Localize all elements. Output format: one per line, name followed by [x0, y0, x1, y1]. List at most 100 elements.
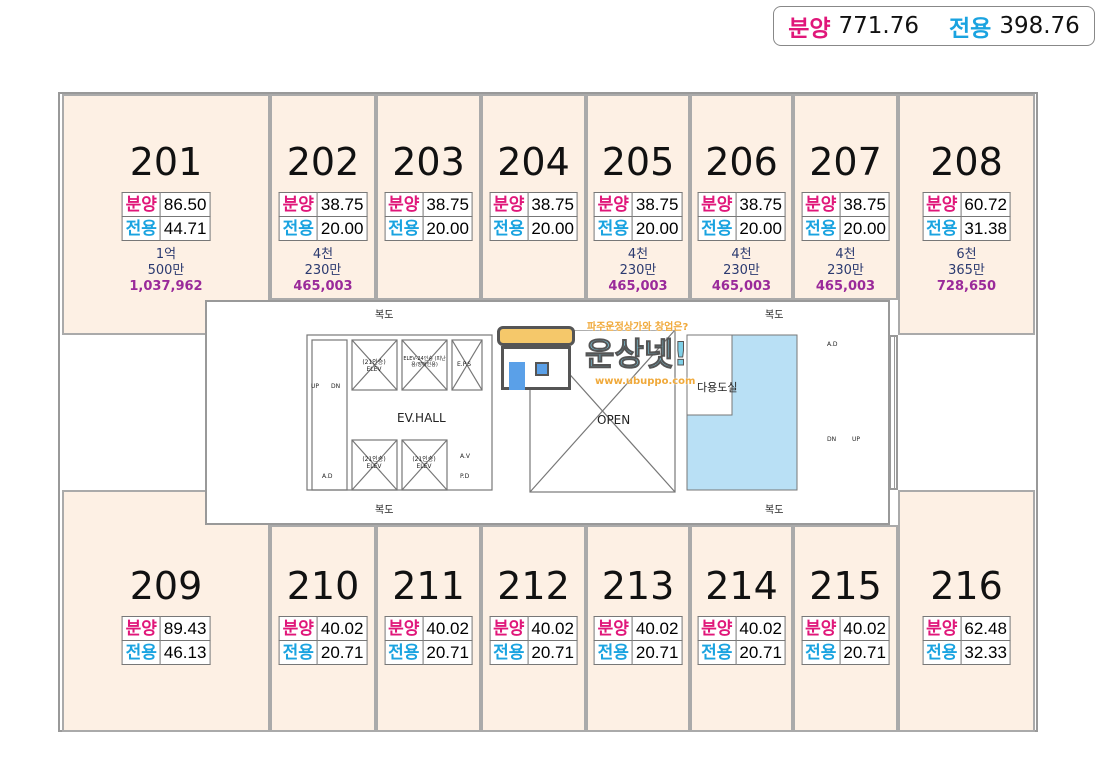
sale-area: 40.02: [735, 616, 786, 641]
sale-label: 분양: [489, 192, 529, 217]
ev-hall-label: EV.HALL: [397, 411, 446, 425]
price-per-unit: 728,650: [936, 279, 997, 294]
sale-label: 분양: [922, 192, 962, 217]
multipurpose-room-label: 다용도실: [697, 381, 738, 394]
exclusive-area: 32.33: [960, 640, 1011, 665]
corridor-label: 복도: [375, 310, 394, 321]
unit-number: 204: [497, 140, 570, 184]
exclusive-label: 전용: [922, 216, 962, 241]
sale-area-label: 분양: [788, 16, 831, 42]
exclusive-area-value: 398.76: [999, 13, 1080, 39]
unit-number: 212: [497, 564, 570, 608]
price-line: 365만: [948, 263, 985, 278]
exclusive-area: 20.71: [527, 640, 578, 665]
core-drawing: [306, 330, 798, 493]
price-per-unit: 465,003: [711, 279, 772, 294]
sale-label: 분양: [922, 616, 962, 641]
watermark-tagline: 파주운정상가와 창업은?: [587, 322, 689, 333]
unit-number: 208: [930, 140, 1003, 184]
unit-number: 211: [392, 564, 465, 608]
price-per-unit: 1,037,962: [129, 279, 203, 294]
exclusive-label: 전용: [593, 216, 633, 241]
exclusive-label: 전용: [489, 216, 529, 241]
price-line: 230만: [619, 263, 657, 278]
exclusive-label: 전용: [922, 640, 962, 665]
elevator-label: (21인승) ELEV: [362, 359, 386, 373]
sale-label: 분양: [697, 616, 737, 641]
elevator-label: ELEV-24인승 (피난용/장애인용): [403, 356, 446, 368]
price-line: 4천: [835, 247, 856, 262]
watermark-brand: 운상넷!: [585, 335, 689, 373]
sale-label: 분양: [697, 192, 737, 217]
exclusive-label: 전용: [384, 640, 424, 665]
exclusive-area: 44.71: [159, 216, 211, 241]
price-line: 4천: [627, 247, 649, 262]
eps-label: E.P.S: [457, 361, 472, 368]
price-line: 6천: [956, 247, 977, 262]
sale-area: 62.48: [960, 616, 1011, 641]
exclusive-area: 46.13: [159, 640, 211, 665]
sale-area: 38.75: [422, 192, 473, 217]
unit-number: 210: [286, 564, 360, 608]
stair-down-label: DN: [331, 383, 341, 390]
exclusive-label: 전용: [121, 216, 161, 241]
sale-area: 86.50: [159, 192, 211, 217]
corridor-label: 복도: [765, 505, 784, 516]
exclusive-area: 20.00: [735, 216, 786, 241]
sale-area: 38.75: [527, 192, 578, 217]
price-line: 1억: [155, 247, 177, 262]
exclusive-label: 전용: [121, 640, 161, 665]
exclusive-label: 전용: [384, 216, 424, 241]
pd-label: P.D: [460, 473, 470, 480]
price-per-unit: 465,003: [293, 279, 353, 294]
sale-label: 분양: [489, 616, 529, 641]
exclusive-area-label: 전용: [949, 16, 992, 42]
ad-label: A.D: [322, 473, 333, 480]
corridor-label: 복도: [375, 505, 394, 516]
price-line: 230만: [827, 263, 864, 278]
sale-area: 38.75: [735, 192, 786, 217]
elevator-label: (21인승) ELEV: [412, 456, 436, 470]
sale-label: 분양: [384, 192, 424, 217]
sale-area: 89.43: [159, 616, 211, 641]
open-label: OPEN: [597, 413, 631, 427]
price-per-unit: 465,003: [815, 279, 876, 294]
exclusive-label: 전용: [489, 640, 529, 665]
unit-number: 202: [286, 140, 360, 184]
sale-label: 분양: [121, 616, 161, 641]
exclusive-label: 전용: [801, 640, 841, 665]
watermark-url: www.ubuppo.com: [595, 376, 696, 387]
price-line: 500만: [147, 263, 185, 278]
